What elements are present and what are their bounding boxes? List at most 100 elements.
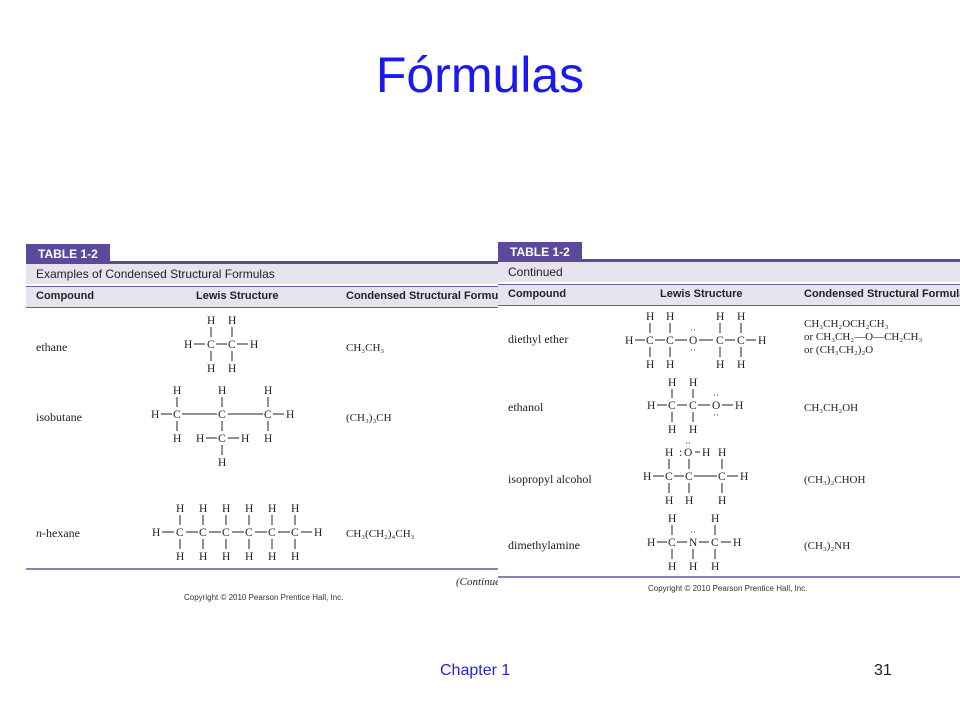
svg-text:H: H [250,339,258,351]
svg-text:H: H [689,377,697,389]
svg-text:H: H [176,503,184,515]
svg-text:H: H [228,363,236,375]
svg-text:O: O [689,335,697,347]
svg-text:··: ·· [690,527,696,537]
table-bottom-rule [498,576,960,578]
svg-text:H: H [291,551,299,563]
svg-text:H: H [668,561,676,573]
svg-text:H: H [184,339,192,351]
svg-text:H: H [228,315,236,327]
svg-text:··: ·· [713,390,719,400]
compound-name: n-hexane [36,526,80,540]
svg-text:H: H [646,311,654,323]
svg-text:C: C [173,409,181,421]
svg-text:C: C [207,339,215,351]
svg-text:H: H [711,561,719,573]
svg-text:H: H [314,527,322,539]
svg-text:C: C [716,335,724,347]
table-1-2-examples: TABLE 1-2 Examples of Condensed Structur… [26,240,504,612]
copyright-notice: Copyright © 2010 Pearson Prentice Hall, … [648,584,808,593]
footer-chapter-label: Chapter 1 [440,662,511,679]
table-tab-label: TABLE 1-2 [498,242,582,262]
svg-text:H: H [733,537,741,549]
copyright-notice: Copyright © 2010 Pearson Prentice Hall, … [184,593,344,602]
compound-name: isopropyl alcohol [508,472,592,486]
svg-text:H: H [689,561,697,573]
svg-text:H: H [207,363,215,375]
svg-text:C: C [689,400,697,412]
svg-text:C: C [218,409,226,421]
header-condensed-formula: Condensed Structural Formula [346,290,504,302]
svg-text:C: C [665,471,673,483]
svg-text:H: H [666,359,674,371]
condensed-formula: CH₃(CH₂)₄CH₃ [346,528,415,540]
tab-rule [26,261,504,264]
svg-text:H: H [740,471,748,483]
svg-text:H: H [173,385,181,397]
svg-text:C: C [685,471,693,483]
svg-text:··: ·· [690,325,696,335]
svg-text:H: H [268,503,276,515]
table-caption: Continued [498,262,960,282]
header-compound: Compound [36,290,95,302]
condensed-formula: CH₃CH₂OCH₂CH₃ or CH₃CH₂—O—CH₂CH₃ or (CH₃… [804,318,923,356]
svg-text:H: H [218,457,226,469]
svg-text:H: H [718,447,726,459]
svg-text:··: ·· [685,440,691,448]
svg-text:C: C [646,335,654,347]
svg-text:H: H [199,503,207,515]
compound-name: ethane [36,340,68,354]
svg-text:H: H [668,424,676,436]
svg-text:H: H [643,471,651,483]
svg-text:H: H [689,424,697,436]
svg-text:H: H [737,359,745,371]
svg-text:C: C [668,537,676,549]
condensed-formula: CH₃CH₂OH [804,402,859,414]
condensed-formula: (CH₃)₂NH [804,540,851,552]
svg-text:H: H [685,495,693,507]
svg-text:H: H [758,335,766,347]
svg-text:H: H [716,359,724,371]
svg-text:H: H [176,551,184,563]
compound-name: ethanol [508,400,544,414]
svg-text:O: O [684,447,692,459]
svg-text:H: H [245,503,253,515]
svg-text:H: H [286,409,294,421]
svg-text:C: C [176,527,184,539]
svg-text:H: H [222,503,230,515]
svg-text:C: C [228,339,236,351]
svg-text:N: N [689,537,698,549]
svg-text:H: H [716,311,724,323]
svg-text:H: H [173,433,181,445]
header-compound: Compound [508,288,567,300]
svg-text:H: H [668,513,676,525]
slide-title: Fórmulas [375,47,585,103]
svg-text:H: H [647,400,655,412]
svg-text:H: H [264,385,272,397]
svg-text:H: H [199,551,207,563]
svg-text:H: H [196,433,204,445]
svg-text:H: H [218,385,226,397]
table-header: Compound Lewis Structure Condensed Struc… [498,284,960,306]
svg-text:C: C [291,527,299,539]
svg-text:H: H [668,377,676,389]
table-header: Compound Lewis Structure Condensed Struc… [26,286,504,308]
svg-text:C: C [668,400,676,412]
svg-text:H: H [737,311,745,323]
table-tab-label: TABLE 1-2 [26,244,110,264]
svg-text:C: C [718,471,726,483]
condensed-formula: CH₃CH₃ [346,342,385,354]
svg-text:C: C [737,335,745,347]
header-lewis-structure: Lewis Structure [196,290,279,302]
svg-text::: : [679,447,682,459]
svg-text:H: H [268,551,276,563]
